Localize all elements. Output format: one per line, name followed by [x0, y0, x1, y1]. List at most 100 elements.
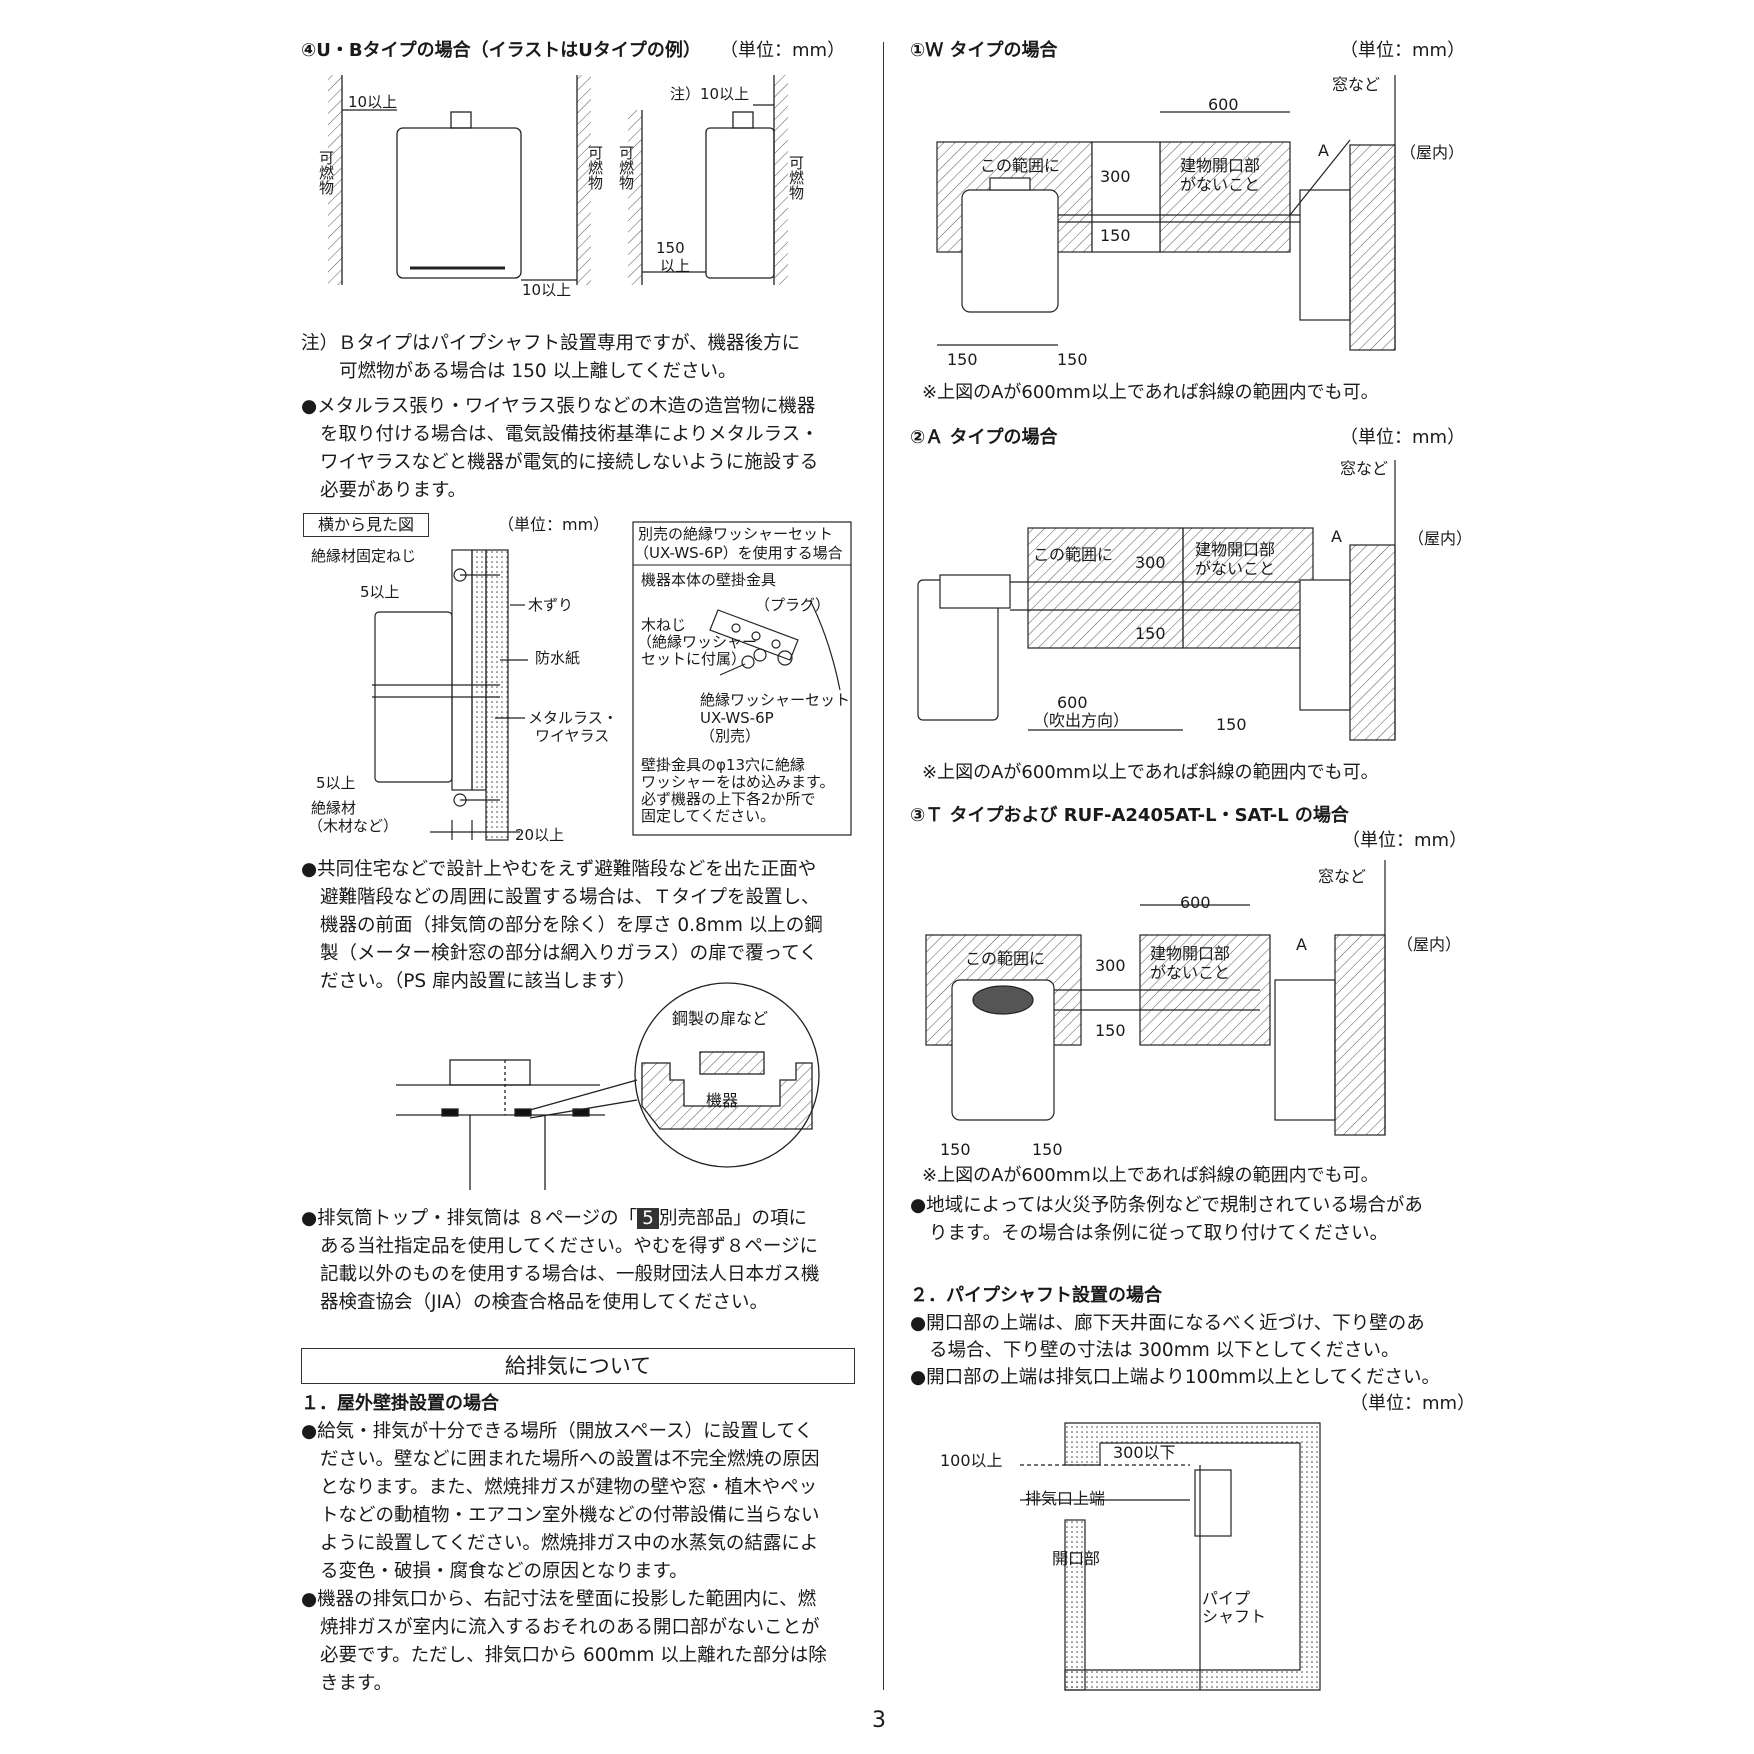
column-divider — [883, 42, 884, 1690]
ub-ten-label-1: 10以上 — [348, 93, 398, 111]
t-a: A — [1296, 935, 1307, 954]
w-150: 150 — [1100, 226, 1131, 245]
five-label-2: 5以上 — [316, 774, 356, 792]
sub1-heading: １．屋外壁掛設置の場合 — [301, 1393, 499, 1414]
kanen-label-3: 可燃物 — [617, 145, 635, 190]
t-footnote: ※上図のAが600mm以上であれば斜線の範囲内でも可。 — [922, 1165, 1379, 1186]
ub-ten-label-3: 10以上 — [522, 281, 572, 299]
ub-diagram — [328, 75, 788, 285]
kanen-label-1: 可燃物 — [317, 150, 335, 195]
ub-unit: （単位：mm） — [720, 40, 846, 61]
washer-set-3: （別売） — [700, 727, 761, 745]
bousui-label: 防水紙 — [535, 649, 581, 667]
t-heading: ③Ｔ タイプおよび RUF-A2405AT-L・SAT-L の場合 — [910, 805, 1349, 826]
w-footnote: ※上図のAが600mm以上であれば斜線の範囲内でも可。 — [922, 382, 1379, 403]
ps-300: 300以下 — [1113, 1443, 1176, 1462]
ps-pipe-1: パイプ — [1202, 1589, 1251, 1608]
side-view-title: 横から見た図 — [303, 513, 430, 537]
section-title: 給排気について — [301, 1348, 855, 1384]
w-300: 300 — [1100, 167, 1131, 186]
screw-label: 絶縁材固定ねじ — [311, 547, 417, 565]
ub-note: 注）Ｂタイプはパイプシャフト設置専用ですが、機器後方に 可燃物がある場合は 15… — [301, 333, 801, 382]
washer-box-frame — [632, 521, 852, 836]
page-number: 3 — [872, 1708, 886, 1733]
kizuri-label: 木ずり — [528, 596, 574, 614]
ps-kaikou: 開口部 — [1052, 1549, 1101, 1568]
side-view-diagram — [372, 549, 528, 841]
a-blow: （吹出方向） — [1033, 711, 1130, 730]
t-opening-2: がないこと — [1150, 963, 1231, 982]
metal-label-2: ワイヤラス — [535, 727, 610, 745]
w-600: 600 — [1208, 95, 1239, 114]
washer-bracket: 機器本体の壁掛金具 — [641, 571, 777, 589]
a-150: 150 — [1135, 624, 1166, 643]
a-footnote: ※上図のAが600mm以上であれば斜線の範囲内でも可。 — [922, 762, 1379, 783]
a-unit: （単位：mm） — [1340, 427, 1466, 448]
bullet-evacuation: ●共同住宅などで設計上やむをえず避難階段などを出た正面や 避難階段などの周囲に設… — [301, 859, 823, 992]
kanen-label-2: 可燃物 — [586, 145, 604, 190]
bullet-metal-lath: ●メタルラス張り・ワイヤラス張りなどの木造の造営物に機器 を取り付ける場合は、電… — [301, 396, 819, 501]
kiki-label: 機器 — [706, 1091, 739, 1110]
a-indoor: （屋内） — [1408, 529, 1473, 548]
a-type-diagram — [917, 460, 1396, 741]
washer-illustration — [709, 599, 841, 691]
t-150: 150 — [1095, 1021, 1126, 1040]
w-150-b2: 150 — [1057, 350, 1088, 369]
t-indoor: （屋内） — [1397, 935, 1462, 954]
w-window: 窓など — [1332, 75, 1381, 94]
w-range: この範囲に — [980, 156, 1061, 175]
door-diagram — [396, 982, 820, 1190]
a-150-b: 150 — [1216, 715, 1247, 734]
ub-150-label: 150 — [656, 239, 685, 257]
ps-pipe-2: シャフト — [1202, 1607, 1267, 1626]
bullet-ventilation: ●給気・排気が十分できる場所（開放スペース）に設置してく ださい。壁などに囲まれ… — [301, 1421, 820, 1582]
ub-ten-label-2: 注）10以上 — [670, 85, 750, 103]
a-opening-1: 建物開口部 — [1195, 540, 1276, 559]
washer-screw-3: セットに付属） — [641, 650, 747, 668]
washer-plug: （プラグ） — [755, 596, 831, 614]
a-heading: ②Ａ タイプの場合 — [910, 427, 1058, 448]
w-indoor: （屋内） — [1400, 143, 1465, 162]
w-unit: （単位：mm） — [1340, 40, 1466, 61]
t-opening-1: 建物開口部 — [1150, 944, 1231, 963]
a-a: A — [1331, 527, 1342, 546]
washer-note: 壁掛金具のφ13穴に絶縁 ワッシャーをはめ込みます。 必ず機器の上下各2か所で … — [641, 756, 835, 825]
t-unit: （単位：mm） — [1342, 830, 1468, 851]
t-300: 300 — [1095, 956, 1126, 975]
pipe-shaft-diagram — [1020, 1422, 1321, 1691]
washer-title-1: 別売の絶縁ワッシャーセット — [638, 525, 834, 543]
five-label-1: 5以上 — [360, 583, 400, 601]
twenty-label: 20以上 — [515, 826, 565, 844]
ub-heading: ④U・Bタイプの場合（イラストはUタイプの例） — [301, 40, 701, 61]
metal-label-1: メタルラス・ — [528, 709, 618, 727]
t-150-b1: 150 — [940, 1140, 971, 1159]
washer-title-2: （UX-WS-6P）を使用する場合 — [634, 544, 843, 562]
a-300: 300 — [1135, 553, 1166, 572]
ps-100: 100以上 — [940, 1451, 1003, 1470]
kanen-label-4: 可燃物 — [787, 155, 805, 200]
w-150-b1: 150 — [947, 350, 978, 369]
ub-ijou-label: 以上 — [660, 257, 691, 275]
bullet-fire-ordinance: ●地域によっては火災予防条例などで規制されている場合があ ります。その場合は条例… — [910, 1195, 1423, 1244]
ps-exhaust: 排気口上端 — [1025, 1489, 1106, 1508]
t-window: 窓など — [1318, 867, 1367, 886]
zetsuen-label-2: （木材など） — [308, 817, 399, 835]
w-type-diagram — [936, 75, 1396, 351]
w-opening-1: 建物開口部 — [1180, 156, 1261, 175]
a-window: 窓など — [1340, 459, 1389, 478]
w-a: A — [1318, 141, 1329, 160]
a-range: この範囲に — [1033, 545, 1114, 564]
door-label: 鋼製の扉など — [672, 1009, 769, 1028]
t-range: この範囲に — [965, 949, 1046, 968]
t-600: 600 — [1180, 893, 1211, 912]
sub2-heading: ２．パイプシャフト設置の場合 — [910, 1285, 1162, 1306]
washer-set-2: UX-WS-6P — [700, 709, 774, 727]
w-heading: ①Ｗ タイプの場合 — [910, 40, 1058, 61]
a-600: 600 — [1057, 693, 1088, 712]
bullet-opening: ●機器の排気口から、右記寸法を壁面に投影した範囲内に、燃 焼排ガスが室内に流入す… — [301, 1589, 827, 1694]
t-150-b2: 150 — [1032, 1140, 1063, 1159]
bullet-ps-top: ●開口部の上端は、廊下天井面になるべく近づけ、下り壁のあ る場合、下り壁の寸法は… — [910, 1313, 1441, 1388]
a-opening-2: がないこと — [1195, 559, 1276, 578]
